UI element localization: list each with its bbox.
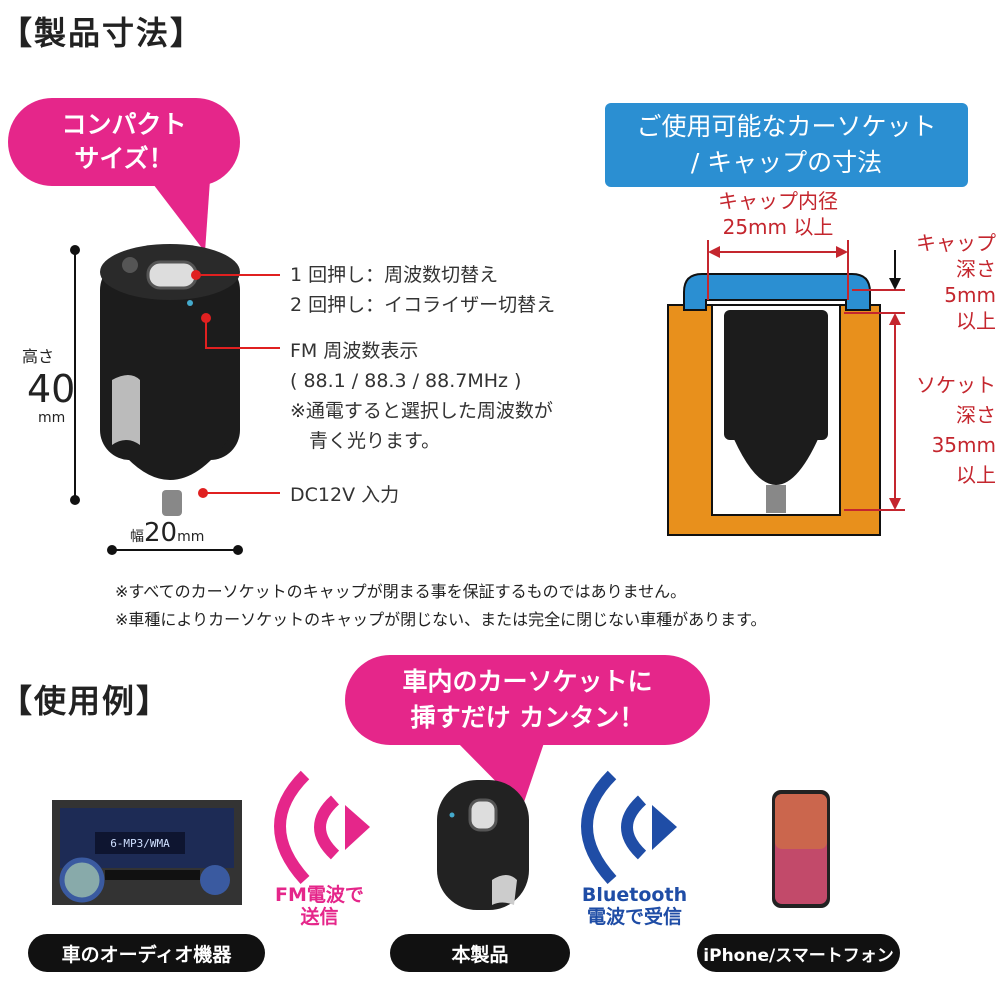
bubble-tail xyxy=(150,180,210,252)
width-value: 20 xyxy=(144,518,178,548)
pill-car-audio: 車のオーディオ機器 xyxy=(28,934,265,972)
label-line: FM電波で xyxy=(275,884,364,906)
bluetooth-wave-icon xyxy=(581,770,677,885)
callout-line: 青く光ります。 xyxy=(290,430,441,452)
bubble-tail-2 xyxy=(455,740,545,808)
height-label: 高さ xyxy=(22,347,55,366)
callout-line: ※通電すると選択した周波数が xyxy=(290,400,553,422)
width-label: 幅 xyxy=(130,529,144,545)
fm-wave-icon xyxy=(274,770,370,885)
button-callout: 1 回押し：周波数切替え 2 回押し：イコライザー切替え xyxy=(290,260,555,320)
bubble-line: 車内のカーソケットに xyxy=(402,667,653,696)
bluetooth-label: Bluetooth 電波で受信 xyxy=(572,884,697,928)
height-value: 40 xyxy=(27,367,76,411)
label-line: 25mm 以上 xyxy=(722,215,834,239)
product-device-image xyxy=(100,244,240,516)
callout-line: FM 周波数表示 xyxy=(290,340,419,362)
dc-input-callout: DC12V 入力 xyxy=(290,484,400,506)
label-line: キャップ xyxy=(916,231,996,255)
cap-depth-label: キャップ 深さ 5mm 以上 xyxy=(916,230,996,334)
label-line: 電波で受信 xyxy=(586,906,682,928)
fm-label: FM電波で 送信 xyxy=(262,884,377,928)
car-stereo-image xyxy=(52,800,242,905)
socket-diagram xyxy=(667,240,905,536)
socket-header-box: ご使用可能なカーソケット / キャップの寸法 xyxy=(605,103,968,187)
bubble-line: コンパクト xyxy=(61,110,187,139)
label-line: 送信 xyxy=(300,906,339,928)
fm-display-callout: FM 周波数表示 ( 88.1 / 88.3 / 88.7MHz ) ※通電する… xyxy=(290,336,553,456)
stereo-display-text: 6-MP3/WMA xyxy=(110,837,170,850)
note-line: ※すべてのカーソケットのキャップが閉まる事を保証するものではありません。 xyxy=(115,582,687,601)
easy-insert-bubble: 車内のカーソケットに 挿すだけ カンタン！ xyxy=(345,655,710,745)
smartphone-image xyxy=(772,790,830,908)
label-line: 5mm xyxy=(944,283,996,307)
width-dimension: 幅20mm xyxy=(130,518,204,548)
label-line: Bluetooth xyxy=(581,884,688,906)
bubble-line: 挿すだけ カンタン！ xyxy=(410,703,645,732)
header-line: / キャップの寸法 xyxy=(690,148,883,177)
bubble-line: サイズ！ xyxy=(74,144,174,173)
callout-line: 2 回押し：イコライザー切替え xyxy=(290,294,556,316)
width-unit: mm xyxy=(177,529,205,545)
height-unit: mm xyxy=(38,410,66,426)
section-title-usage: 【使用例】 xyxy=(0,682,171,720)
label-line: 以上 xyxy=(956,463,996,487)
header-line: ご使用可能なカーソケット xyxy=(636,112,937,141)
product-device-image-2 xyxy=(437,780,529,910)
label-line: 深さ xyxy=(956,403,996,427)
callout-line: ( 88.1 / 88.3 / 88.7MHz ) xyxy=(290,370,522,392)
label-line: 以上 xyxy=(956,309,996,333)
compact-size-bubble: コンパクト サイズ！ xyxy=(8,98,240,186)
callout-line: 1 回押し：周波数切替え xyxy=(290,264,499,286)
label-line: 深さ xyxy=(956,257,996,281)
section-title-dimensions: 【製品寸法】 xyxy=(0,14,205,52)
label-line: ソケット xyxy=(916,373,996,397)
label-line: 35mm xyxy=(931,433,996,457)
notes: ※すべてのカーソケットのキャップが閉まる事を保証するものではありません。 ※車種… xyxy=(115,578,767,634)
pill-smartphone: iPhone/スマートフォン xyxy=(697,934,900,972)
note-line: ※車種によりカーソケットのキャップが閉じない、または完全に閉じない車種があります… xyxy=(115,610,767,629)
pill-this-product: 本製品 xyxy=(390,934,570,972)
cap-inner-label: キャップ内径 25mm 以上 xyxy=(698,188,858,240)
socket-depth-label: ソケット 深さ 35mm 以上 xyxy=(916,370,996,490)
label-line: キャップ内径 xyxy=(718,189,838,213)
